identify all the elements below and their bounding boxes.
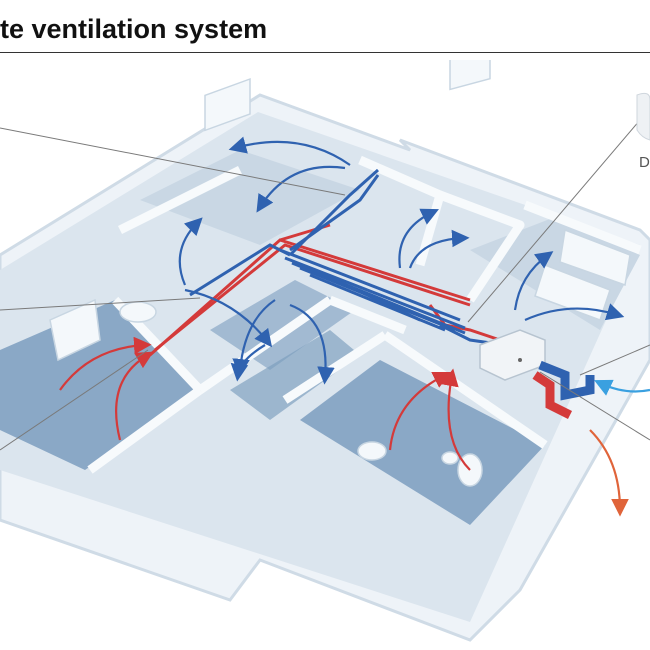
furniture — [49, 60, 631, 487]
floor-bathroom — [300, 360, 545, 525]
external-ducts — [532, 360, 595, 420]
extract-airflow-arrows — [178, 136, 625, 385]
exhaust-air-arrow — [589, 429, 629, 517]
floorplan-illustration — [0, 60, 650, 642]
callout-label-d: D — [639, 154, 650, 171]
floor-room-upper — [140, 150, 360, 245]
floor-room-mid — [230, 330, 360, 420]
supply-air-duct — [149, 223, 501, 357]
wall-control-icon — [636, 92, 650, 141]
extract-air-duct — [189, 168, 506, 347]
supply-airflow-arrows — [59, 336, 471, 471]
fresh-air-intake-arrow — [594, 379, 650, 396]
title-divider — [0, 52, 650, 53]
callout-leaders — [0, 119, 650, 451]
diagram-title: te ventilation system — [0, 14, 268, 44]
